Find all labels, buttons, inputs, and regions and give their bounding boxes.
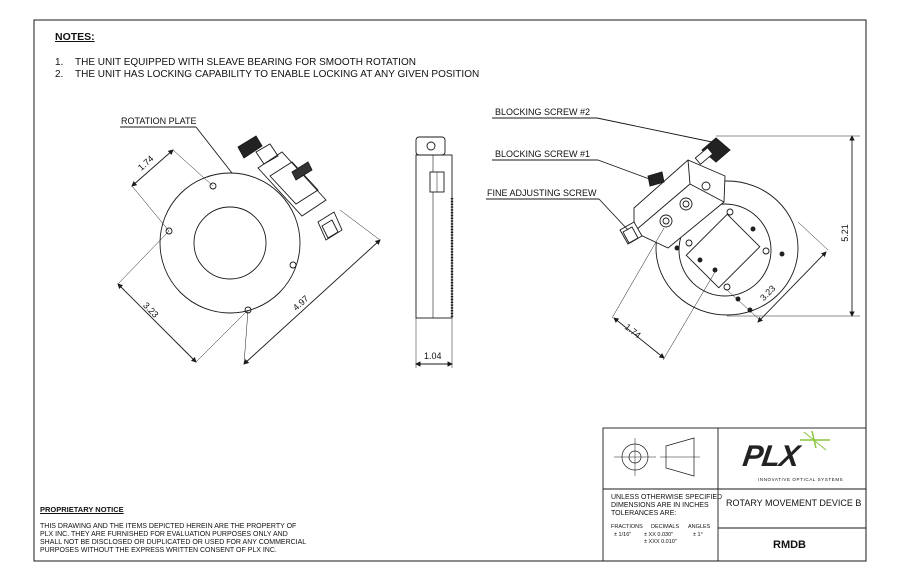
leader-fine-adjusting-screw — [598, 198, 629, 231]
note-number: 2. — [55, 69, 64, 80]
label-blocking-screw-1: BLOCKING SCREW #1 — [495, 149, 591, 159]
note-number: 1. — [55, 57, 64, 68]
proprietary-line: PURPOSES WITHOUT THE EXPRESS WRITTEN CON… — [40, 547, 277, 554]
side-knob — [415, 136, 446, 156]
leader-blocking-screw-1 — [597, 159, 653, 181]
note-item: 2. THE UNIT HAS LOCKING CAPABILITY TO ENA… — [55, 69, 479, 80]
mount-hole — [165, 227, 173, 235]
iso-view — [486, 117, 860, 361]
lock-knob-shaft — [255, 143, 279, 165]
note-text: THE UNIT HAS LOCKING CAPABILITY TO ENABL… — [75, 69, 480, 80]
blocking-screw-front — [291, 161, 313, 181]
mount-hole — [209, 182, 217, 190]
part-number: RMDB — [773, 539, 806, 551]
spec-line: DIMENSIONS ARE IN INCHES — [611, 502, 709, 509]
dim-side-width: 1.04 — [424, 351, 442, 361]
fine-screw-knurl — [321, 219, 339, 239]
front-view — [117, 126, 381, 365]
dim-line-front-left — [117, 283, 197, 363]
sheet-border — [33, 19, 867, 562]
iso-block-hole — [679, 197, 693, 211]
logo-text: PLX — [740, 440, 801, 473]
drawing-title: ROTARY MOVEMENT DEVICE B — [726, 498, 862, 508]
lock-arm-body — [257, 151, 327, 217]
angles-label: ANGLES — [688, 524, 711, 530]
dim-line-iso-bottom — [613, 317, 665, 359]
leader-blocking-screw-2 — [596, 117, 713, 143]
iso-block-hole — [701, 181, 711, 191]
spec-line: TOLERANCES ARE: — [611, 510, 677, 517]
label-blocking-screw-2: BLOCKING SCREW #2 — [495, 107, 591, 117]
iso-aperture — [685, 213, 761, 289]
mount-hole — [289, 261, 297, 269]
side-view — [415, 136, 454, 368]
label-fine-adjusting-screw: FINE ADJUSTING SCREW — [487, 188, 597, 198]
note-item: 1. THE UNIT EQUIPPED WITH SLEAVE BEARING … — [55, 57, 416, 68]
title-block — [602, 427, 867, 562]
title-block-frame — [602, 427, 867, 562]
spec-line: UNLESS OTHERWISE SPECIFIED — [611, 494, 723, 501]
fractions-label: FRACTIONS — [611, 524, 643, 530]
iso-hole — [685, 239, 693, 247]
iso-hole — [726, 208, 734, 216]
rotation-plate-outer — [159, 172, 301, 314]
proprietary-title: PROPRIETARY NOTICE — [40, 505, 124, 514]
rotation-plate-leader — [195, 126, 233, 174]
proprietary-line: THIS DRAWING AND THE ITEMS DEPICTED HERE… — [40, 523, 297, 530]
note-text: THE UNIT EQUIPPED WITH SLEAVE BEARING FO… — [75, 57, 416, 68]
dim-iso-height: 5.21 — [839, 224, 850, 242]
proprietary-line: SHALL NOT BE DISCLOSED OR DUPLICATED OR … — [40, 539, 307, 546]
lock-knob-dark — [237, 135, 263, 159]
dim-line-front-top — [131, 149, 174, 187]
proprietary-line: PLX INC. THEY ARE FURNISHED FOR EVALUATI… — [40, 531, 288, 538]
decimals-xxx: ± XXX 0.010" — [644, 539, 677, 545]
projection-cone — [665, 437, 695, 477]
side-knob-center — [426, 141, 436, 151]
label-rotation-plate: ROTATION PLATE — [121, 116, 197, 126]
rotation-plate-aperture — [193, 206, 267, 280]
blocking-screw-1 — [647, 171, 665, 187]
decimals-xx: ± XX 0.030" — [644, 532, 674, 538]
decimals-label: DECIMALS — [651, 524, 680, 530]
logo-tagline: INNOVATIVE OPTICAL SYSTEMS — [758, 477, 844, 482]
fractions-value: ± 1/16" — [614, 532, 632, 538]
dim-line-iso-diag — [757, 251, 827, 323]
notes-title: NOTES: — [55, 31, 95, 43]
dim-line-front-right — [243, 239, 381, 365]
iso-ring — [678, 203, 772, 297]
lock-arm-inner — [269, 161, 319, 205]
angles-value: ± 1° — [693, 532, 703, 538]
